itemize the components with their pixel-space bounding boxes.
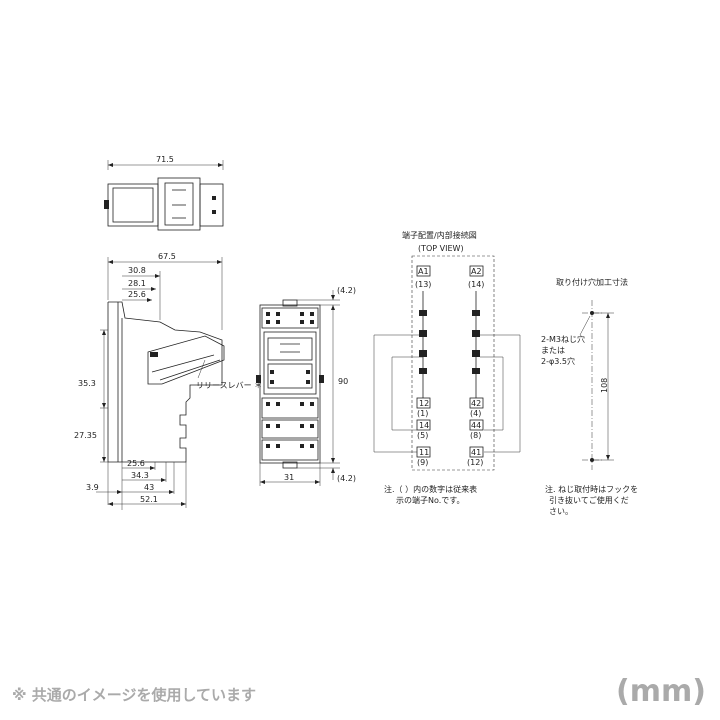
dim-34-3: 34.3 bbox=[131, 471, 149, 480]
terminal-12-old: (1) bbox=[417, 409, 428, 418]
dim-35-3: 35.3 bbox=[78, 379, 96, 388]
top-view-label: (TOP VIEW) bbox=[418, 244, 464, 253]
hole-spec-line1: 2-M3ねじ穴 bbox=[541, 334, 585, 344]
terminal-a1: A1 bbox=[418, 267, 429, 276]
side-view-part: 67.5 30.8 28.1 25.6 リリースレバー ＊ 35.3 27.35 bbox=[74, 252, 262, 510]
terminal-11: 11 bbox=[419, 448, 429, 457]
release-lever-label: リリースレバー ＊ bbox=[196, 381, 262, 390]
note-right-line3: さい。 bbox=[549, 507, 573, 516]
terminal-14-old: (5) bbox=[417, 431, 428, 440]
dim-90: 90 bbox=[338, 377, 348, 386]
terminal-44-old: (8) bbox=[470, 431, 481, 440]
note-right-line2: 引き抜いてご使用くだ bbox=[549, 495, 629, 505]
dim-25-6-bot: 25.6 bbox=[127, 459, 145, 468]
dim-108: 108 bbox=[600, 378, 609, 393]
terminal-diagram: 端子配置/内部接続図 (TOP VIEW) A1 (13) 12 (1) 14 … bbox=[373, 230, 521, 505]
dim-28-1: 28.1 bbox=[128, 279, 146, 288]
top-view-part: 71.5 bbox=[104, 155, 224, 231]
unit-label: (mm) bbox=[616, 674, 706, 709]
terminal-44: 44 bbox=[471, 421, 481, 430]
terminal-42-old: (4) bbox=[470, 409, 481, 418]
dim-31: 31 bbox=[284, 473, 294, 482]
dim-71-5: 71.5 bbox=[156, 155, 174, 164]
mounting-hole-diagram: 取り付け穴加工寸法 2-M3ねじ穴 または 2-φ3.5穴 108 注. ねじ取… bbox=[541, 277, 638, 516]
dim-4-2-bot: (4.2) bbox=[337, 474, 356, 483]
dim-25-6-top: 25.6 bbox=[128, 290, 146, 299]
terminal-41-old: (12) bbox=[467, 458, 483, 467]
dim-4-2-top: (4.2) bbox=[337, 286, 356, 295]
footer-note: ※ 共通のイメージを使用しています bbox=[12, 686, 257, 704]
note-left-line1: 注.（ ）内の数字は従来表 bbox=[384, 484, 477, 494]
terminal-title: 端子配置/内部接続図 bbox=[402, 230, 477, 240]
dim-67-5: 67.5 bbox=[158, 252, 176, 261]
terminal-42: 42 bbox=[471, 399, 481, 408]
terminal-41: 41 bbox=[471, 448, 481, 457]
hole-spec-line3: 2-φ3.5穴 bbox=[541, 356, 575, 366]
dim-30-8: 30.8 bbox=[128, 266, 146, 275]
front-view-part: (4.2) 90 (4.2) 31 bbox=[256, 286, 356, 486]
terminal-a2-old: (14) bbox=[468, 280, 484, 289]
terminal-a2: A2 bbox=[471, 267, 482, 276]
hole-spec-line2: または bbox=[541, 346, 565, 355]
mount-title: 取り付け穴加工寸法 bbox=[556, 277, 628, 287]
dim-43: 43 bbox=[144, 483, 154, 492]
terminal-14: 14 bbox=[419, 421, 429, 430]
dim-3-9: 3.9 bbox=[86, 483, 99, 492]
dim-52-1: 52.1 bbox=[140, 495, 158, 504]
terminal-12: 12 bbox=[419, 399, 429, 408]
terminal-11-old: (9) bbox=[417, 458, 428, 467]
note-right-line1: 注. ねじ取付時はフックを bbox=[545, 484, 638, 494]
dim-27-35: 27.35 bbox=[74, 431, 97, 440]
note-left-line2: 示の端子No.です。 bbox=[396, 495, 464, 505]
terminal-a1-old: (13) bbox=[415, 280, 431, 289]
